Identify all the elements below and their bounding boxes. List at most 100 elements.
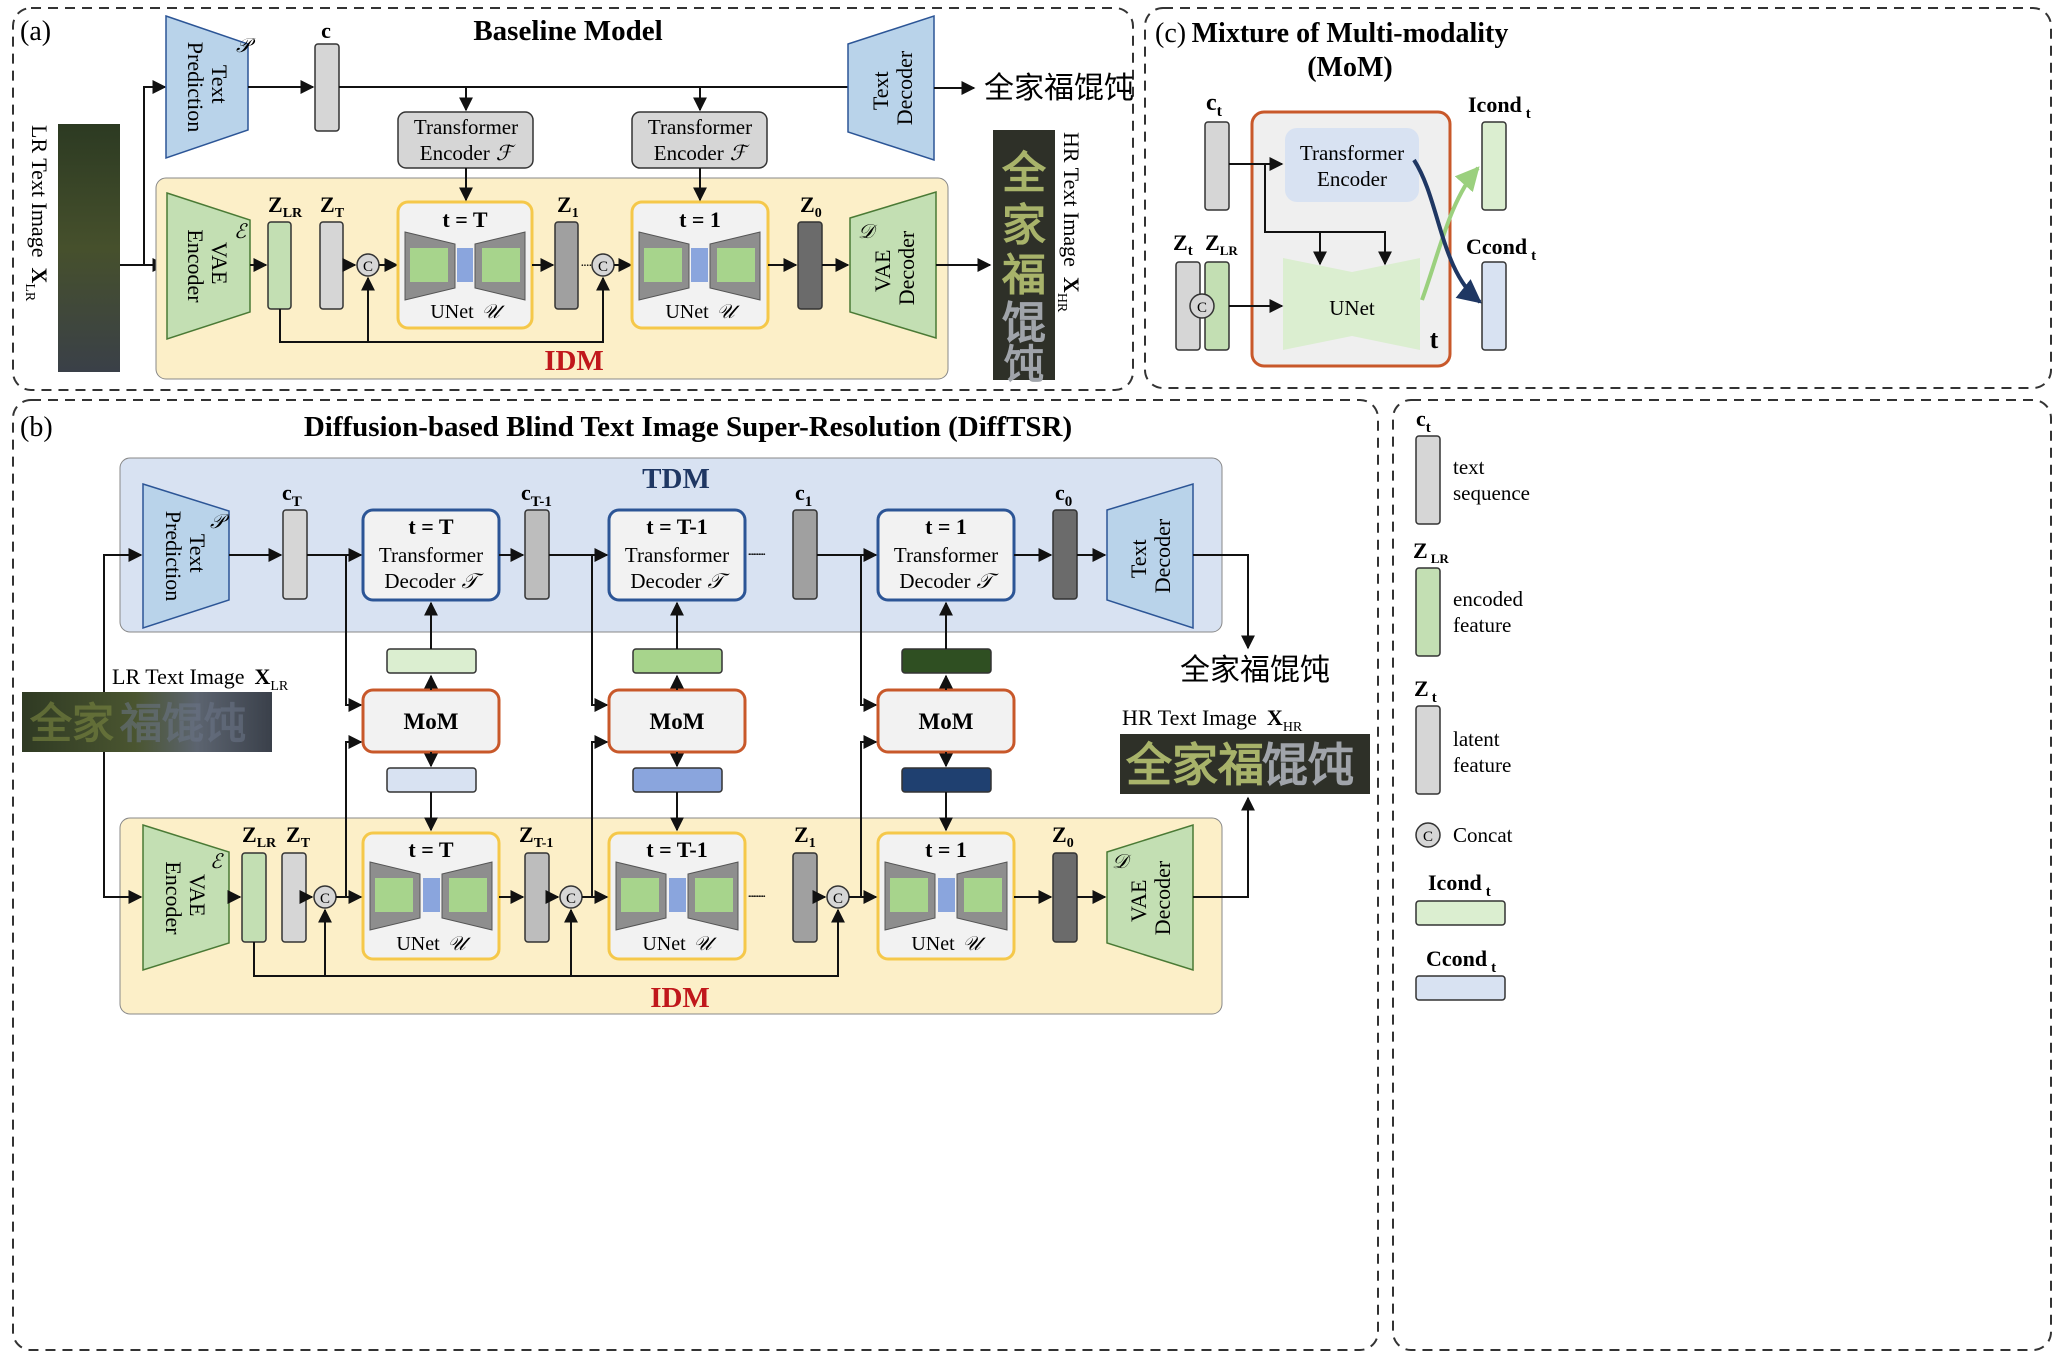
output-text-b: 全家福馄饨 <box>1180 654 1330 687</box>
svg-text:··········: ·········· <box>747 548 766 563</box>
svg-text:C: C <box>1423 829 1433 845</box>
svg-text:ℰ: ℰ <box>234 221 248 243</box>
svg-text:MoM: MoM <box>404 709 459 734</box>
output-text-a: 全家福馄饨 <box>984 72 1134 105</box>
panel-c-border <box>1144 7 2052 389</box>
svg-text:Transformer: Transformer <box>1300 141 1404 165</box>
icond-bar-3 <box>901 767 992 793</box>
hr-text-image-b <box>1120 734 1370 794</box>
svg-text:Z0: Z0 <box>1052 822 1074 851</box>
panel-b-letter: (b) <box>20 412 53 443</box>
hr-text-image-a <box>993 130 1055 380</box>
z-lr-b <box>241 852 267 943</box>
svg-text:Text Prediction: Text Prediction <box>161 511 210 601</box>
svg-text:Text Decoder: Text Decoder <box>1126 518 1175 593</box>
tdm-label: TDM <box>642 463 710 495</box>
svg-text:全家: 全家 <box>29 700 114 748</box>
panel-c-title-2: (MoM) <box>1307 52 1393 83</box>
svg-text:ZLR: ZLR <box>1205 230 1238 258</box>
lr-text-image-label-a: LR Text ImageXLR <box>22 125 52 302</box>
text-prediction-label-2: Prediction <box>183 42 208 132</box>
svg-text:ℰ: ℰ <box>210 851 224 873</box>
concat-c <box>1189 293 1215 319</box>
svg-text:cT-1: cT-1 <box>521 480 552 510</box>
text-prediction-b <box>142 482 230 630</box>
ccond-bar-3 <box>901 648 992 674</box>
svg-text:C: C <box>833 891 843 907</box>
svg-text:c1: c1 <box>795 480 812 510</box>
svg-text:t = 1: t = 1 <box>679 207 721 232</box>
legend-item-concat: C Concat <box>1415 822 1513 848</box>
idm-label-b: IDM <box>650 982 710 1014</box>
c-token-a <box>314 43 340 132</box>
z-lr-a <box>267 221 292 310</box>
vae-encoder-b <box>142 823 230 972</box>
svg-text:VAE Encoder: VAE Encoder <box>183 229 232 303</box>
svg-text:C: C <box>1197 300 1207 316</box>
hr-text-image-label-a: HR Text ImageXHR <box>1054 132 1084 313</box>
svg-text:Transformer: Transformer <box>414 115 518 139</box>
text-prediction-sym-a: 𝒫 <box>236 35 256 57</box>
svg-text:ZT-1: ZT-1 <box>519 822 553 851</box>
svg-text:C: C <box>320 891 330 907</box>
z-T-b <box>281 852 307 943</box>
svg-text:Zt: Zt <box>1173 230 1193 259</box>
svg-text:全: 全 <box>1001 148 1047 198</box>
panel-c-title-1: Mixture of Multi-modality <box>1192 18 1509 49</box>
svg-text:c0: c0 <box>1055 480 1072 510</box>
svg-text:Z0: Z0 <box>800 192 822 221</box>
svg-text:t = T-1: t = T-1 <box>646 514 707 539</box>
z-1-a <box>554 221 579 310</box>
icond-bar-2 <box>632 767 723 793</box>
svg-text:ct: ct <box>1206 90 1223 120</box>
svg-text:feature: feature <box>1453 753 1511 777</box>
panel-a-title: Baseline Model <box>473 15 662 47</box>
svg-text:馄: 馄 <box>1002 299 1046 348</box>
svg-text:Transformer: Transformer <box>379 543 483 567</box>
svg-text:ZLR: ZLR <box>1413 538 1449 566</box>
svg-text:··········: ·········· <box>747 890 766 905</box>
svg-text:t = T: t = T <box>442 207 487 232</box>
legend-item-text-sequence: ct text sequence <box>1415 406 1530 525</box>
svg-text:t = 1: t = 1 <box>925 837 967 862</box>
svg-text:ZLR: ZLR <box>242 822 277 851</box>
vae-decoder-a <box>849 190 937 340</box>
svg-text:C: C <box>598 259 608 275</box>
svg-text:UNet: UNet <box>1329 296 1375 320</box>
svg-text:feature: feature <box>1453 613 1511 637</box>
svg-text:t = T: t = T <box>408 514 453 539</box>
c-T-1-token <box>524 509 550 600</box>
c-t-c <box>1204 121 1230 211</box>
svg-text:Text Prediction: Text Prediction <box>183 42 232 132</box>
svg-text:cT: cT <box>282 480 302 510</box>
c-label-a: c <box>321 18 331 43</box>
svg-text:𝒟: 𝒟 <box>1112 851 1132 873</box>
svg-text:text: text <box>1453 455 1485 479</box>
svg-text:Text Decoder: Text Decoder <box>868 50 917 125</box>
svg-text:ZT: ZT <box>286 822 311 851</box>
c-1-token <box>792 509 818 600</box>
svg-text:ct: ct <box>1416 406 1431 436</box>
icond-bar-1 <box>386 767 477 793</box>
svg-text:sequence: sequence <box>1453 481 1530 505</box>
unet-c <box>1283 258 1420 350</box>
z-1-b <box>792 852 818 943</box>
c-0-token <box>1052 509 1078 600</box>
svg-text:Transformer: Transformer <box>648 115 752 139</box>
svg-text:VAE Encoder: VAE Encoder <box>161 861 210 935</box>
z-0-b <box>1052 852 1078 943</box>
icond-c <box>1481 121 1507 211</box>
